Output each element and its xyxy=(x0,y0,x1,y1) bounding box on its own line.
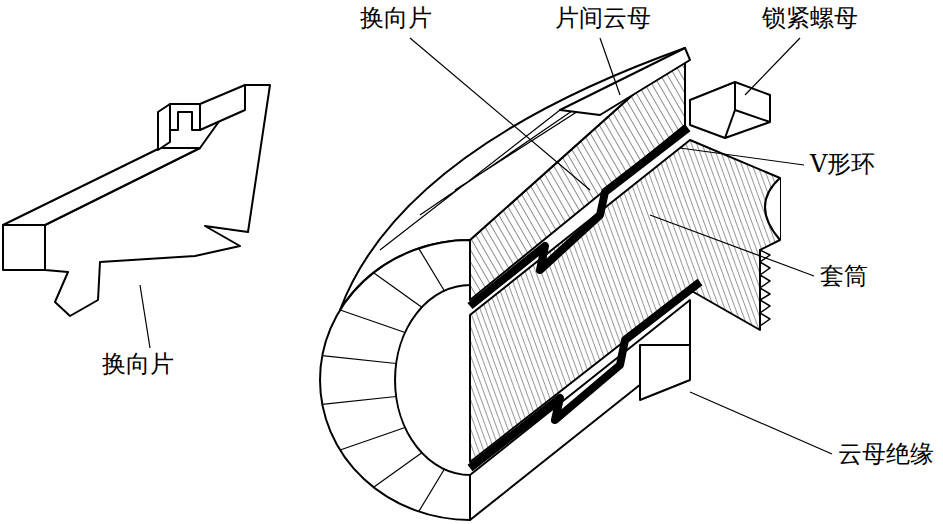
segment-figure xyxy=(3,85,270,316)
part-label: 云母绝缘 xyxy=(836,440,936,469)
commutator-section xyxy=(320,48,780,520)
part-label: 换向片 xyxy=(358,4,434,33)
part-label: 套筒 xyxy=(818,262,870,291)
leader-lines xyxy=(140,38,832,454)
part-label: 换向片 xyxy=(100,350,176,379)
part-label: V形环 xyxy=(808,150,877,179)
part-label: 片间云母 xyxy=(553,4,653,33)
part-label: 锁紧螺母 xyxy=(760,4,860,33)
